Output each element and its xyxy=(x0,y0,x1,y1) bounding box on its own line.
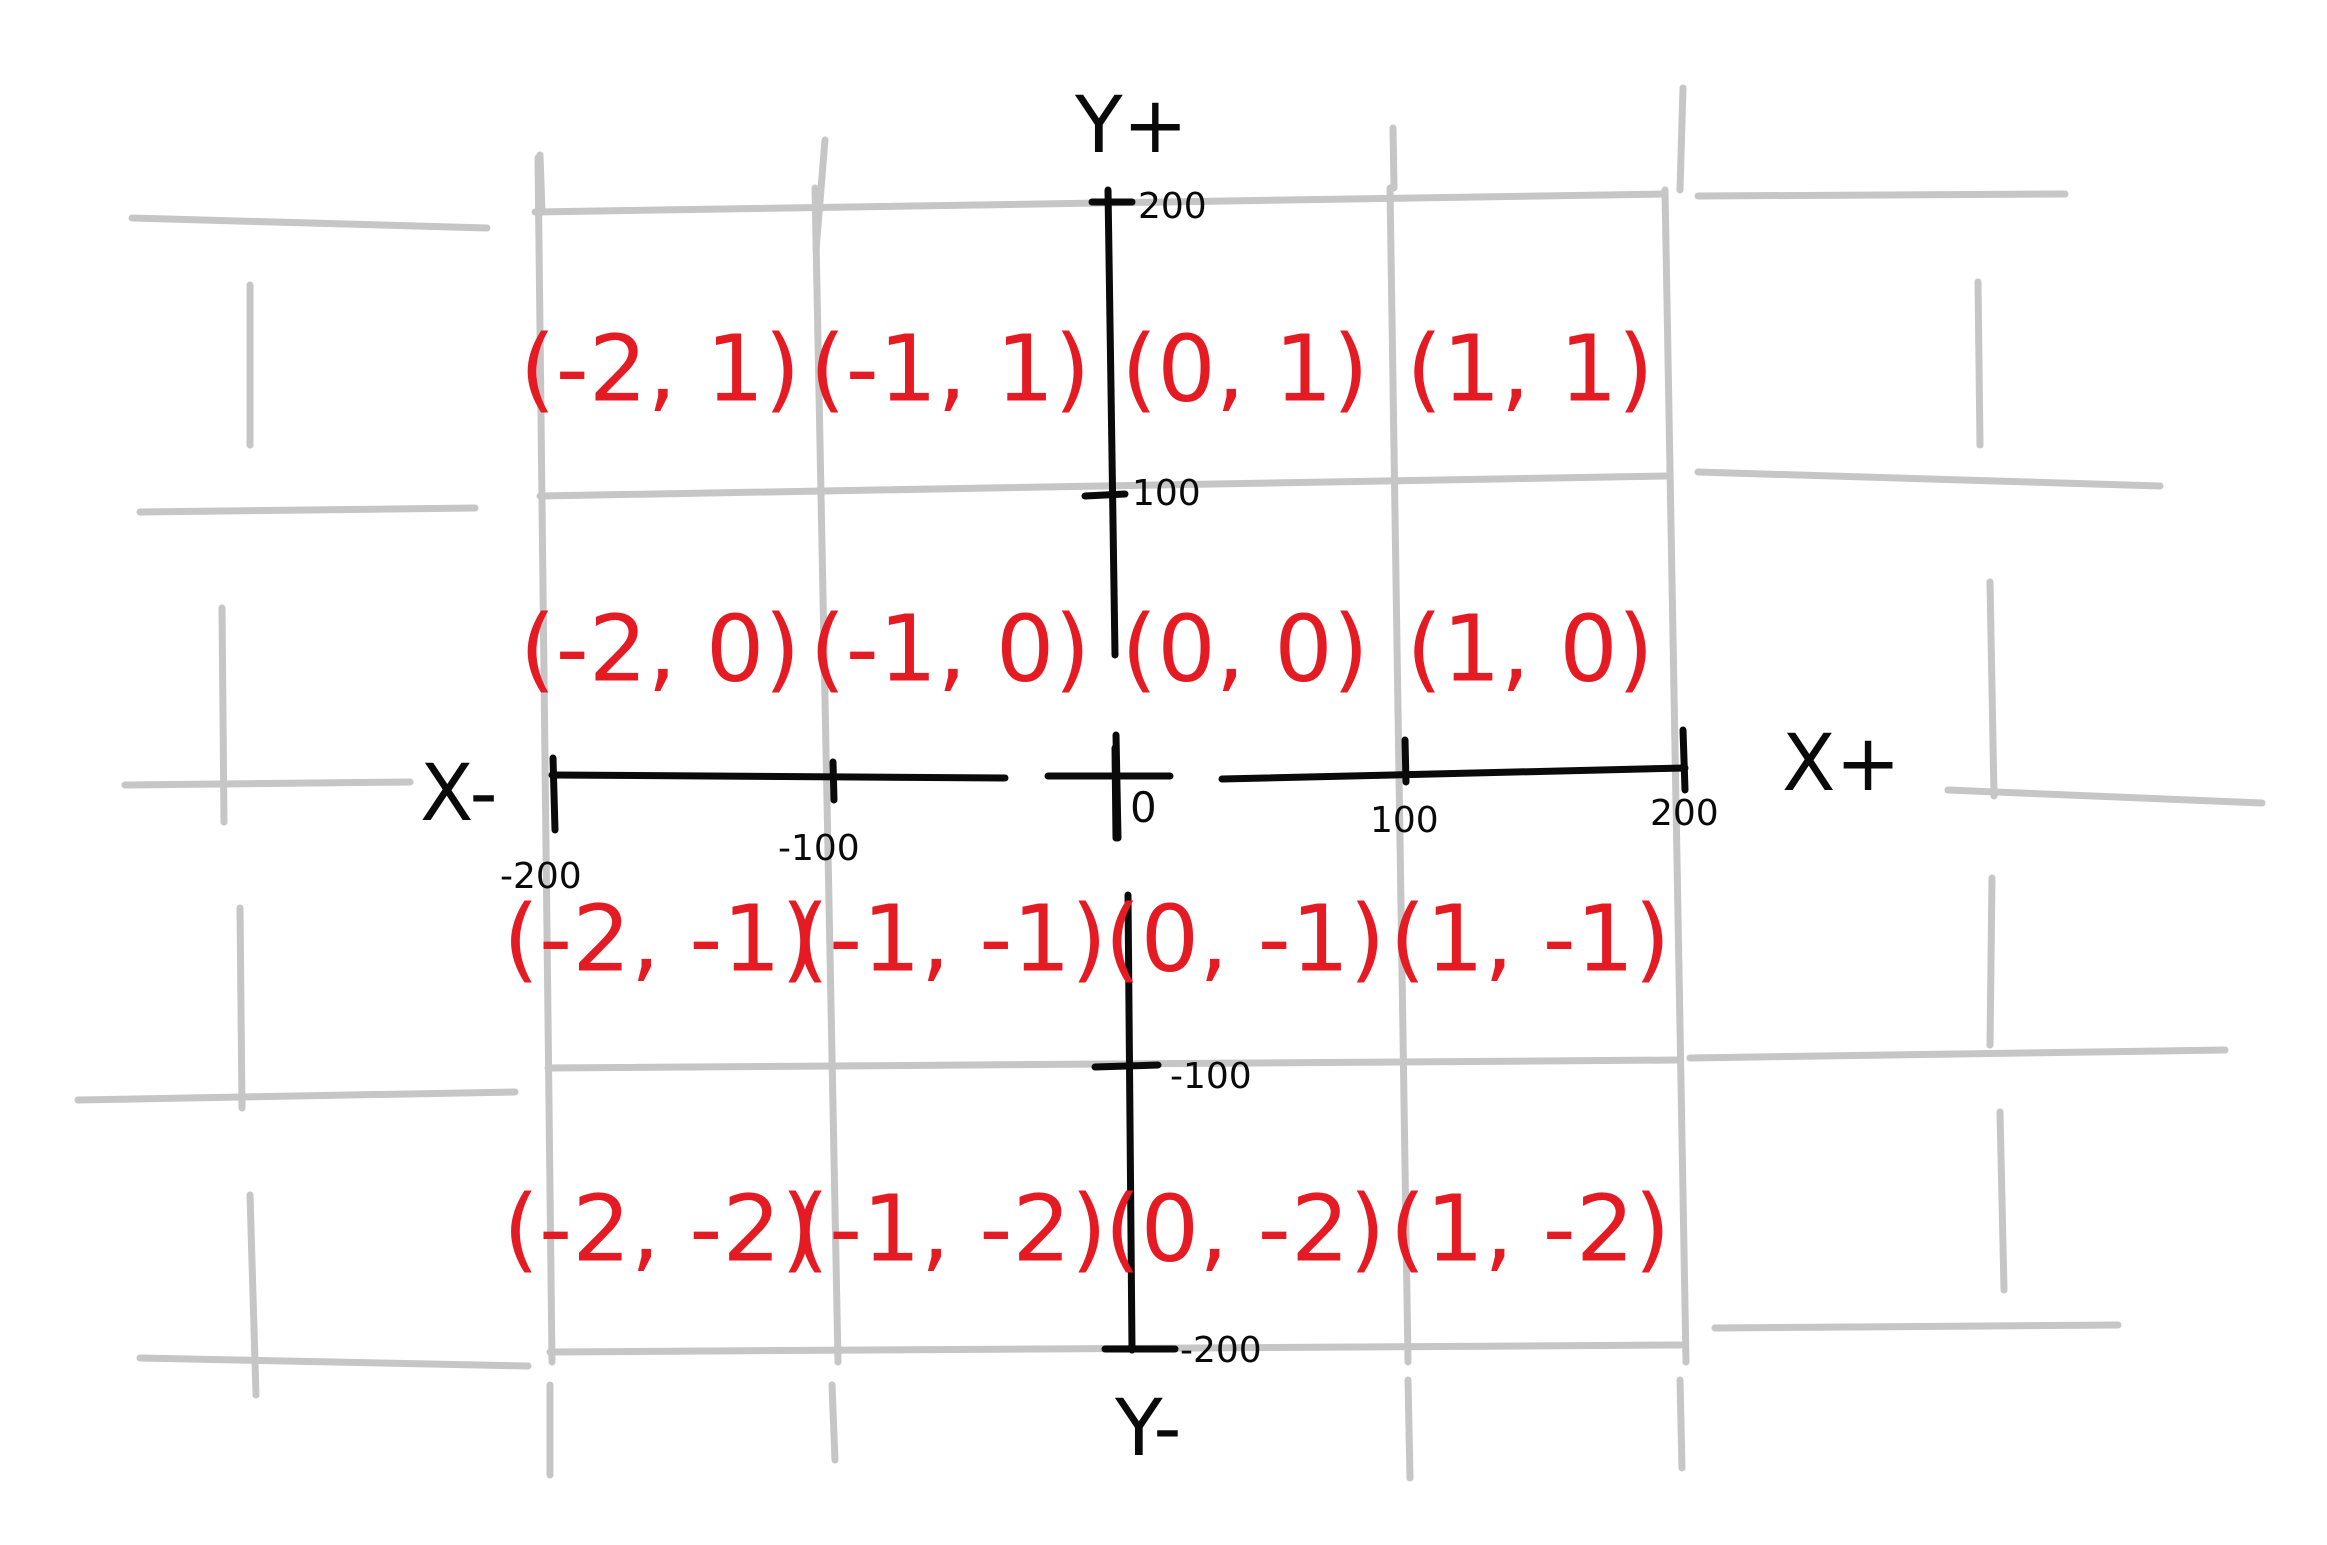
cell-label: (-1, 1) xyxy=(810,315,1091,422)
axes: Y+ Y- X- X+ 0 -200 -100 100 200 200 100 … xyxy=(420,81,1901,1474)
y-tick xyxy=(1081,490,1129,500)
grid-line xyxy=(534,154,556,1366)
grid-line xyxy=(1676,1376,1686,1472)
x-negative-label: X- xyxy=(420,749,498,839)
cell-label: (-1, 0) xyxy=(810,595,1091,702)
grid-line xyxy=(1986,578,1998,800)
grid-line xyxy=(121,778,414,789)
grid-line xyxy=(1661,186,1690,1366)
cell-label: (-2, 0) xyxy=(520,595,801,702)
y-positive-label: Y+ xyxy=(1074,81,1188,171)
cell-label: (0, -2) xyxy=(1105,1175,1386,1282)
grid-line xyxy=(1686,1046,2229,1062)
cell-label: (-1, -2) xyxy=(793,1175,1107,1282)
cell-label: (-2, -1) xyxy=(503,885,817,992)
grid-line xyxy=(128,214,491,232)
cell-label: (1, -1) xyxy=(1390,885,1671,992)
cell-label: (-2, 1) xyxy=(520,315,801,422)
x-tick xyxy=(1679,726,1689,794)
grid-line xyxy=(1974,278,1984,449)
grid-line xyxy=(812,136,829,254)
y-axis-line xyxy=(1124,891,1136,1354)
origin-tick xyxy=(1111,744,1120,842)
grid-line xyxy=(1986,874,1996,1049)
y-tick-label: 200 xyxy=(1138,186,1207,227)
x-axis-line xyxy=(548,771,1009,782)
y-tick-label: 100 xyxy=(1132,473,1201,514)
grid-line xyxy=(1694,190,2069,200)
x-axis-line xyxy=(1218,764,1689,783)
cell-label: (0, -1) xyxy=(1105,885,1386,992)
x-tick xyxy=(1401,736,1410,786)
cell-label: (1, 0) xyxy=(1406,595,1653,702)
origin-label: 0 xyxy=(1130,783,1157,832)
grid-line xyxy=(536,151,546,216)
grid-line xyxy=(1389,124,1398,192)
x-positive-label: X+ xyxy=(1782,719,1901,809)
x-tick-label: -200 xyxy=(500,856,582,897)
x-tick xyxy=(549,754,559,834)
x-tick-label: -100 xyxy=(778,828,860,869)
grid-line xyxy=(246,1191,260,1399)
grid-line xyxy=(236,904,246,1112)
grid-line xyxy=(218,604,228,826)
grid-line xyxy=(536,472,1672,500)
x-tick-label: 100 xyxy=(1370,800,1439,841)
cell-labels: (-2, 1)(-1, 1) (0, 1) (1, 1) (-2, 0)(-1, 0)… xyxy=(503,315,1670,1282)
x-tick-label: 200 xyxy=(1650,793,1719,834)
grid-line xyxy=(1944,786,2266,807)
grid-line xyxy=(828,1381,839,1464)
y-axis-line xyxy=(1104,186,1119,659)
cell-label: (1, 1) xyxy=(1406,315,1653,422)
cell-label: (-1, -1) xyxy=(793,885,1107,992)
grid-line xyxy=(1711,1321,2122,1332)
grid-line xyxy=(1694,468,2164,490)
grid-line xyxy=(1404,1376,1414,1482)
cell-label: (1, -2) xyxy=(1390,1175,1671,1282)
x-tick xyxy=(829,758,838,804)
grid-line xyxy=(1996,1108,2008,1294)
grid-line xyxy=(136,504,479,516)
grid-line xyxy=(136,1354,532,1370)
y-tick-label: -100 xyxy=(1170,1056,1252,1097)
y-tick-label: -200 xyxy=(1180,1330,1262,1371)
cell-label: (0, 1) xyxy=(1121,315,1368,422)
y-negative-label: Y- xyxy=(1114,1384,1182,1474)
cell-label: (0, 0) xyxy=(1121,595,1368,702)
grid-line xyxy=(1676,84,1687,194)
y-tick xyxy=(1091,1061,1162,1071)
cell-label: (-2, -2) xyxy=(503,1175,817,1282)
grid-line xyxy=(74,1088,519,1104)
